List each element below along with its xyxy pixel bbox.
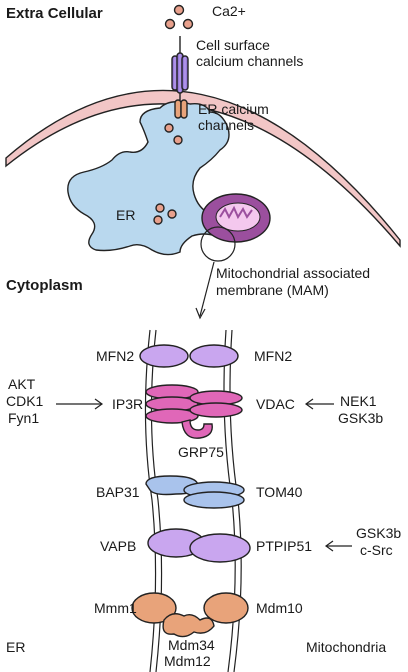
gsk3b-label-2: GSK3b bbox=[356, 525, 401, 541]
cell-membrane bbox=[5, 89, 401, 248]
mitochondria-label: Mitochondria bbox=[306, 639, 386, 655]
mdm12-label: Mdm12 bbox=[164, 653, 211, 669]
mdm10-label: Mdm10 bbox=[256, 600, 303, 616]
ip3r-vdac-grp75-complex bbox=[145, 384, 243, 439]
mitochondrion bbox=[201, 193, 271, 243]
calcium-ions-outside bbox=[164, 4, 194, 30]
nek1-label: NEK1 bbox=[340, 393, 377, 409]
mam-label-2: membrane (MAM) bbox=[216, 282, 329, 298]
bap31-tom40-complex bbox=[145, 475, 245, 509]
fyn1-label: Fyn1 bbox=[8, 410, 39, 426]
mfn2-left-label: MFN2 bbox=[96, 348, 134, 364]
er-bottom-label: ER bbox=[6, 639, 25, 655]
gsk3b-label-1: GSK3b bbox=[338, 410, 383, 426]
grp75-label: GRP75 bbox=[178, 444, 224, 460]
extracellular-label: Extra Cellular bbox=[6, 5, 103, 22]
regulator-arrow-right bbox=[304, 398, 334, 410]
mfn2-complex bbox=[139, 344, 239, 368]
cdk1-label: CDK1 bbox=[6, 393, 44, 409]
cell-surface-label-1: Cell surface bbox=[196, 37, 270, 53]
vapb-label: VAPB bbox=[100, 538, 136, 554]
bap31-label: BAP31 bbox=[96, 484, 140, 500]
mmm1-label: Mmm1 bbox=[94, 600, 137, 616]
regulator-arrow-right-2 bbox=[324, 540, 352, 552]
er-calcium-channel bbox=[174, 99, 188, 119]
cell-surface-label-2: calcium channels bbox=[196, 53, 303, 69]
akt-label: AKT bbox=[8, 376, 36, 392]
tom40-label: TOM40 bbox=[256, 484, 303, 500]
vdac-label: VDAC bbox=[256, 396, 295, 412]
er-label: ER bbox=[116, 207, 135, 223]
ermes-complex bbox=[131, 592, 249, 638]
mam-highlight-circle bbox=[200, 226, 236, 262]
regulator-arrow-left bbox=[56, 398, 104, 410]
mam-pointer bbox=[199, 261, 215, 317]
mam-label-1: Mitochondrial associated bbox=[216, 265, 370, 281]
csrc-label: c-Src bbox=[360, 542, 393, 558]
mdm34-label: Mdm34 bbox=[168, 637, 215, 653]
cell-surface-channel bbox=[171, 52, 189, 94]
calcium-ions-er bbox=[153, 123, 183, 225]
er-channel-label-2: channels bbox=[198, 117, 254, 133]
ip3r-label: IP3R bbox=[112, 396, 143, 412]
ptpip51-label: PTPIP51 bbox=[256, 538, 312, 554]
calcium-label: Ca2+ bbox=[212, 3, 246, 19]
cytoplasm-label: Cytoplasm bbox=[6, 277, 83, 294]
mfn2-right-label: MFN2 bbox=[254, 348, 292, 364]
endoplasmic-reticulum bbox=[67, 101, 246, 256]
vapb-ptpip51-complex bbox=[147, 528, 251, 563]
er-channel-label-1: ER calcium bbox=[198, 101, 269, 117]
